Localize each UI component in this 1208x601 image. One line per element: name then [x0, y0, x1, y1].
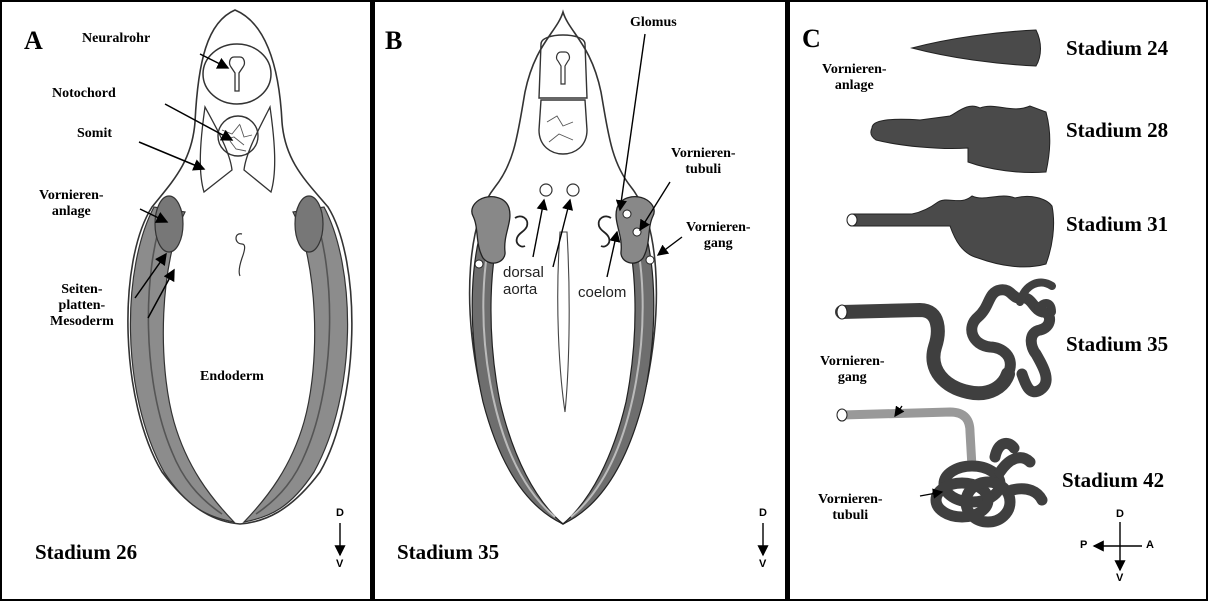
stage-24-shape	[912, 30, 1041, 66]
stage-label-31: Stadium 31	[1066, 212, 1168, 236]
label-somit: Somit	[77, 126, 112, 142]
lateral-plate-right	[244, 207, 348, 522]
label-vornieren-tubuli-b: Vornieren- tubuli	[671, 146, 736, 178]
stage-label-24: Stadium 24	[1066, 36, 1168, 60]
axis-p-c: P	[1080, 539, 1087, 552]
panel-b: B Glomus Vornieren- tubuli Vornieren- ga…	[375, 0, 790, 601]
panel-c: C Vornieren- anlage Vornieren- gang Vorn…	[790, 0, 1208, 601]
label-vornieren-gang-b: Vornieren- gang	[686, 220, 751, 252]
axis-v-a: V	[336, 558, 343, 571]
stage-label-35: Stadium 35	[1066, 332, 1168, 356]
stage-31-shape	[852, 196, 1054, 267]
label-notochord: Notochord	[52, 86, 116, 102]
label-glomus: Glomus	[630, 15, 677, 31]
label-neuralrohr: Neuralrohr	[82, 31, 150, 47]
panel-a: A Neuralrohr Notochord Somit Vornieren- …	[0, 0, 375, 601]
label-seitenplatten-mesoderm: Seiten- platten- Mesoderm	[50, 282, 114, 330]
axis-d-c: D	[1116, 508, 1124, 521]
axis-d-b: D	[759, 507, 767, 520]
dorsal-aorta-left	[540, 184, 552, 196]
dorsal-aorta-right	[567, 184, 579, 196]
stage-42-duct	[842, 412, 972, 467]
stage-28-shape	[871, 106, 1050, 173]
stage-label-28: Stadium 28	[1066, 118, 1168, 142]
label-vornieren-anlage-c: Vornieren- anlage	[822, 62, 887, 94]
stage-42-tubules	[936, 443, 1042, 522]
lateral-plate-left	[130, 207, 234, 522]
label-dorsal-aorta: dorsal aorta	[503, 264, 544, 299]
axis-d-a: D	[336, 507, 344, 520]
label-vornieren-tubuli-c: Vornieren- tubuli	[818, 492, 883, 524]
panel-b-letter: B	[385, 26, 402, 56]
label-endoderm: Endoderm	[200, 369, 264, 385]
panel-c-letter: C	[802, 24, 821, 54]
label-vornieren-gang-c: Vornieren- gang	[820, 354, 885, 386]
neural-tube	[203, 44, 271, 104]
stage-label-42: Stadium 42	[1062, 468, 1164, 492]
axis-a-c: A	[1146, 539, 1154, 552]
stage-label-a: Stadium 26	[35, 540, 137, 564]
label-coelom: coelom	[578, 284, 626, 301]
axis-v-c: V	[1116, 572, 1123, 585]
axis-v-b: V	[759, 558, 766, 571]
pronephric-anlage-right	[295, 196, 323, 252]
stage-label-b: Stadium 35	[397, 540, 499, 564]
panel-a-letter: A	[24, 26, 43, 56]
label-vornieren-anlage-a: Vornieren- anlage	[39, 188, 104, 220]
pronephric-anlage-left	[155, 196, 183, 252]
